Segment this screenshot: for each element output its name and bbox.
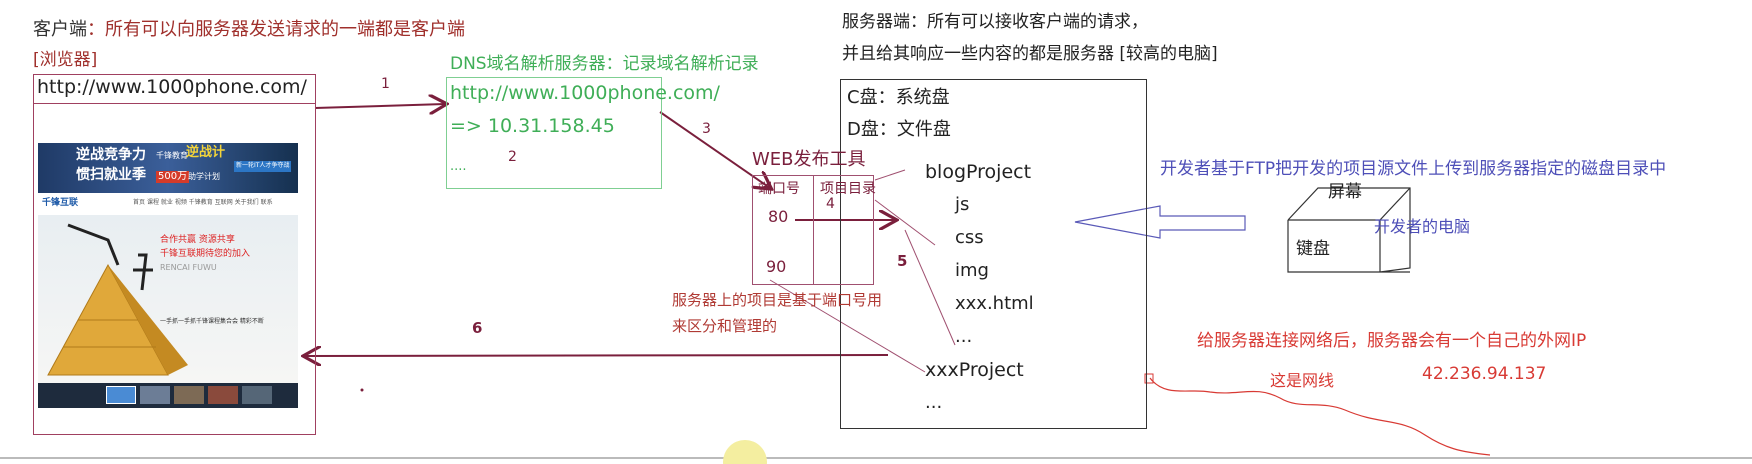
developer-pc-shape (1287, 187, 1411, 273)
bottom-dot (723, 440, 767, 464)
banner-line2: 惯扫就业季 (76, 167, 146, 183)
server-title-2: 并且给其响应一些内容的都是服务器 [较高的电脑] (842, 44, 1218, 64)
ftp-hollow-arrow (1074, 205, 1246, 239)
step-5: 5 (897, 252, 908, 270)
slogan-1: 合作共赢 资源共享 (160, 235, 235, 245)
file-css: css (955, 227, 984, 248)
port-col-header: 端口号 (758, 181, 800, 197)
projects-more: ... (925, 392, 943, 413)
server-title-1: 服务器端：所有可以接收客户端的请求， (842, 12, 1148, 32)
dir-col-header: 项目目录 (820, 181, 876, 197)
webpage-hero: 合作共赢 资源共享 千锋互联期待您的加入 RENCAI FUWU 一手抓一手抓千… (38, 215, 298, 383)
step-2: 2 (508, 149, 517, 165)
port-80: 80 (768, 207, 789, 226)
web-tool-title: WEB发布工具 (752, 149, 866, 170)
file-img: img (955, 260, 989, 281)
link-port-to-blog (874, 169, 906, 181)
webpage-banner: 逆战竞争力 惯扫就业季 千锋教育 逆战计 500万 助学计划 新一轮IT人才争夺… (38, 143, 298, 193)
dns-ip: => 10.31.158.45 (450, 115, 615, 137)
port-note-2: 来区分和管理的 (672, 317, 778, 335)
file-more: ... (955, 326, 973, 347)
disk-d: D盘：文件盘 (847, 119, 951, 140)
arrow-step-3 (659, 111, 770, 188)
banner-line1: 逆战竞争力 (76, 147, 146, 163)
thumb-4[interactable] (208, 386, 238, 404)
step-4: 4 (826, 196, 835, 212)
webpage-nav-items: 首页 课程 就业 视频 千锋教育 互联网 关于我们 联系 (133, 199, 273, 206)
disk-c: C盘：系统盘 (847, 87, 950, 108)
port-90: 90 (766, 257, 787, 276)
thumb-2[interactable] (140, 386, 170, 404)
browser-url: http://www.1000phone.com/ (37, 76, 307, 98)
ftp-note: 开发者基于FTP把开发的项目源文件上传到服务器指定的磁盘目录中 (1160, 159, 1667, 179)
step-6: 6 (472, 319, 483, 337)
file-js: js (955, 194, 970, 215)
dev-screen-label: 屏幕 (1328, 182, 1362, 202)
webpage-nav: 千锋互联 首页 课程 就业 视频 千锋教育 互联网 关于我们 联系 (38, 193, 298, 215)
link-port-to-files (874, 199, 936, 246)
slogan-2: 千锋互联期待您的加入 (160, 249, 251, 259)
dev-keyboard-label: 键盘 (1296, 239, 1330, 259)
web-tool-divider (813, 175, 814, 285)
project-blog: blogProject (925, 161, 1032, 183)
webpage-thumbs (38, 383, 298, 408)
file-html: xxx.html (955, 293, 1034, 314)
client-title: 客户端：所有可以向服务器发送请求的一端都是客户端 (33, 19, 465, 41)
footer-text: 一手抓一手抓千锋课程集合会 精彩不断 (160, 318, 264, 325)
link-files-to-dots (904, 229, 956, 346)
browser-address-bar[interactable]: http://www.1000phone.com/ (33, 74, 316, 104)
arrow-step-1 (314, 104, 445, 108)
thumb-3[interactable] (174, 386, 204, 404)
step-3: 3 (702, 121, 711, 137)
cable-label: 这是网线 (1270, 371, 1335, 390)
banner-amount: 500万 (156, 171, 190, 183)
browser-frame (33, 74, 316, 435)
network-cable (1149, 377, 1491, 456)
thumb-1[interactable] (106, 386, 136, 404)
dev-pc-label: 开发者的电脑 (1374, 217, 1471, 236)
dns-ellipsis: .... (450, 159, 467, 174)
browser-tag: [浏览器] (33, 50, 98, 70)
webpage-screenshot: 逆战竞争力 惯扫就业季 千锋教育 逆战计 500万 助学计划 新一轮IT人才争夺… (38, 143, 298, 408)
dns-title: DNS域名解析服务器：记录域名解析记录 (450, 54, 759, 74)
network-note: 给服务器连接网络后，服务器会有一个自己的外网IP (1197, 331, 1587, 351)
arrow-step-6 (305, 355, 889, 356)
pyramid-graphic (47, 223, 188, 376)
banner-plan: 助学计划 (188, 172, 220, 181)
public-ip: 42.236.94.137 (1422, 364, 1547, 384)
banner-right: 新一轮IT人才争夺战 (234, 161, 292, 172)
webpage-logo: 千锋互联 (42, 198, 79, 208)
cable-plug (1144, 373, 1154, 384)
port-note-1: 服务器上的项目是基于端口号用 (672, 291, 883, 309)
banner-highlight: 逆战计 (186, 145, 226, 160)
client-title-prefix: 客户端 (33, 19, 87, 40)
slogan-3: RENCAI FUWU (160, 263, 217, 272)
server-box (840, 79, 1147, 429)
thumb-5[interactable] (242, 386, 272, 404)
step-1: 1 (381, 76, 390, 92)
dns-url: http://www.1000phone.com/ (450, 82, 720, 104)
dns-box (446, 77, 662, 189)
stray-dot (360, 388, 364, 392)
banner-badge: 千锋教育 (156, 151, 188, 160)
client-title-rest: ：所有可以向服务器发送请求的一端都是客户端 (87, 19, 465, 40)
project-xxx: xxxProject (925, 359, 1024, 381)
link-port90-to-xxx (769, 279, 926, 373)
